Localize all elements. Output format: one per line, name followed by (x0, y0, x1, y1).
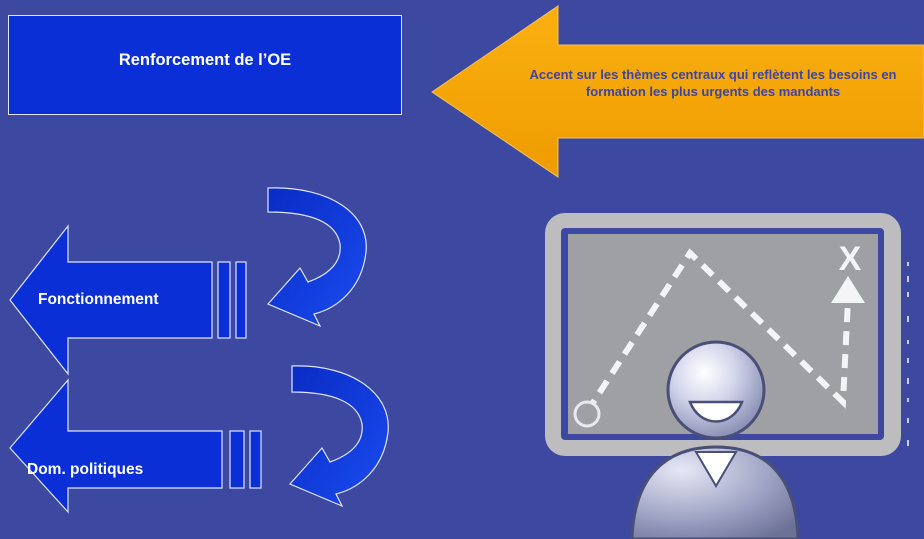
curved-arrow-icon (266, 187, 367, 328)
oe-box: Renforcement de l’OE (8, 15, 402, 115)
box-title: Renforcement de l’OE (118, 50, 292, 69)
left-arrow-dom-politiques (9, 378, 262, 514)
curved-arrow-icon (288, 365, 389, 508)
focus-arrow-text: Accent sur les thèmes centraux qui reflè… (529, 67, 897, 99)
board-mark: X (839, 240, 862, 278)
arrow-label-dom-politiques: Dom. politiques (27, 461, 144, 478)
focus-arrow-shape (431, 5, 924, 178)
left-arrow-fonctionnement (9, 224, 247, 376)
arrow-label-fonctionnement: Fonctionnement (38, 291, 159, 308)
edge-marks (907, 262, 909, 446)
presenter-icon: X (545, 213, 901, 539)
